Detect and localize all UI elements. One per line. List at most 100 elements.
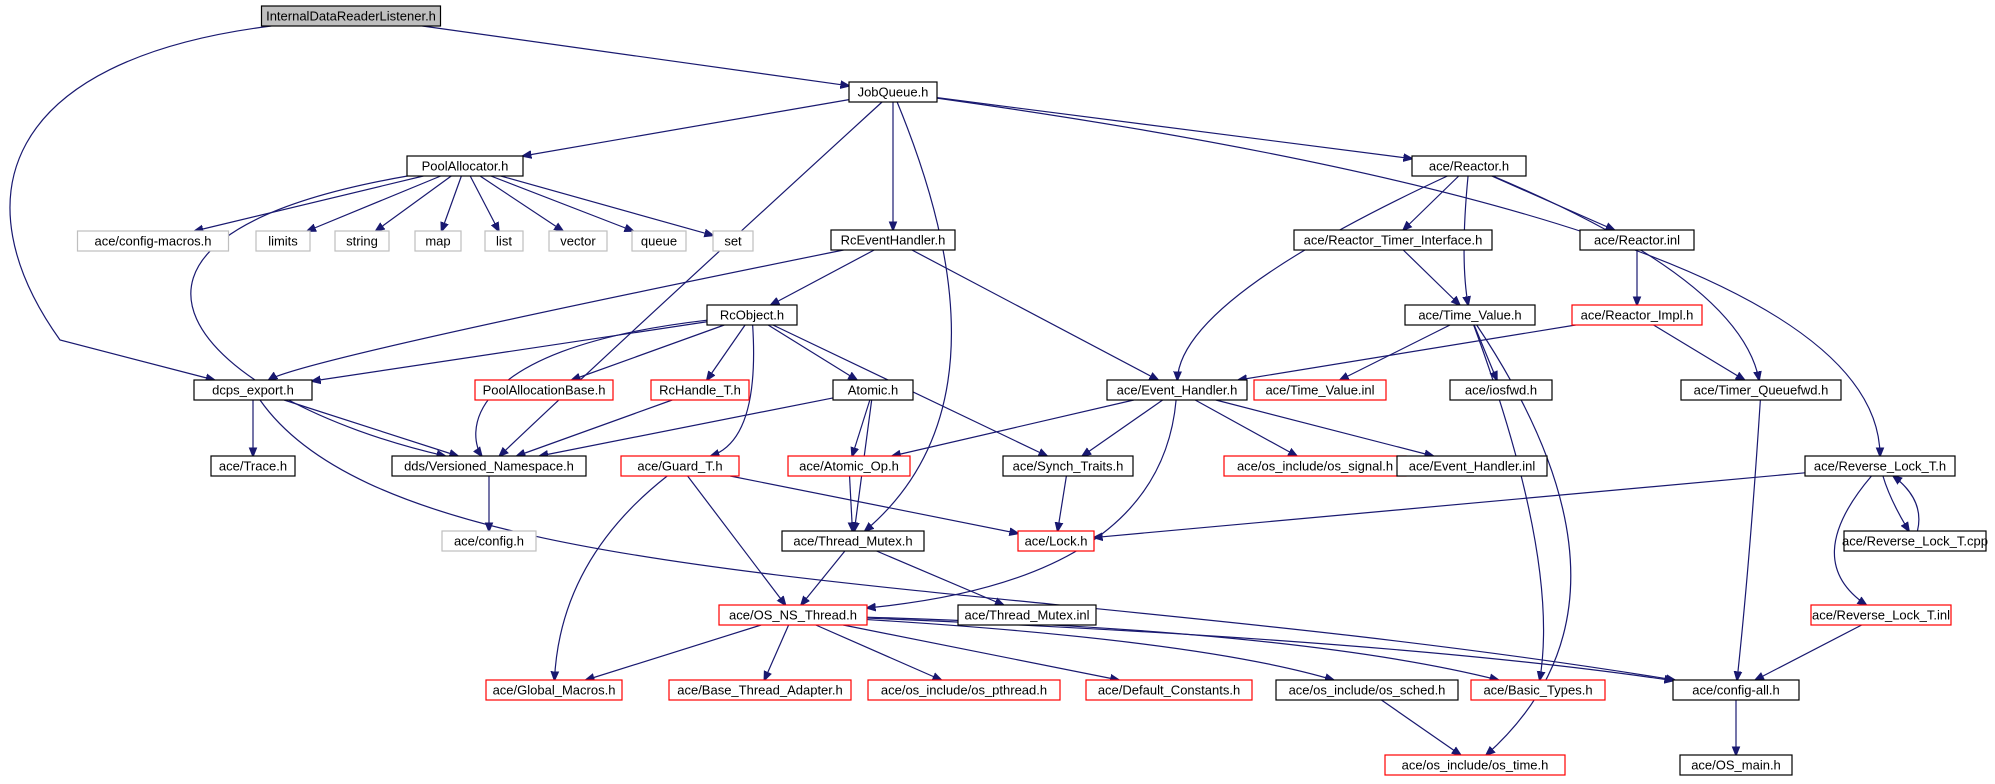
node-dds-versioned-namespace-h[interactable]: dds/Versioned_Namespace.h xyxy=(391,455,587,477)
edge-atomic-to-vns xyxy=(540,397,834,456)
node-ace-default-constants-h[interactable]: ace/Default_Constants.h xyxy=(1085,679,1253,701)
node-box xyxy=(1810,604,1952,626)
edge-reactor-to-tqfwd xyxy=(1492,175,1759,380)
node-ace-reactor-impl-h[interactable]: ace/Reactor_Impl.h xyxy=(1571,304,1703,326)
node-ace-config-all-h[interactable]: ace/config-all.h xyxy=(1672,679,1800,701)
node-ace-os-ns-thread-h[interactable]: ace/OS_NS_Thread.h xyxy=(718,604,868,626)
node-ace-synch-traits-h[interactable]: ace/Synch_Traits.h xyxy=(1002,455,1134,477)
edge-osns-to-pthread xyxy=(815,624,941,680)
node-ace-iosfwd-h[interactable]: ace/iosfwd.h xyxy=(1449,379,1553,401)
edge-poolalloc-to-string xyxy=(376,175,452,231)
edge-ossched-to-ostime xyxy=(1381,699,1460,755)
node-label: ace/Thread_Mutex.inl xyxy=(964,608,1089,623)
node-ace-reactor-h[interactable]: ace/Reactor.h xyxy=(1411,155,1527,177)
node-ace-reactor-timer-interface-h[interactable]: ace/Reactor_Timer_Interface.h xyxy=(1293,229,1493,251)
node-ace-thread-mutex-h[interactable]: ace/Thread_Mutex.h xyxy=(781,530,925,552)
node-ace-global-macros-h[interactable]: ace/Global_Macros.h xyxy=(485,679,623,701)
node-set[interactable]: set xyxy=(712,230,754,252)
node-ace-atomic-op-h[interactable]: ace/Atomic_Op.h xyxy=(787,455,911,477)
node-box xyxy=(1384,754,1566,776)
node-ace-os-include-os-sched-h[interactable]: ace/os_include/os_sched.h xyxy=(1275,679,1459,701)
node-ace-thread-mutex-inl[interactable]: ace/Thread_Mutex.inl xyxy=(957,604,1097,626)
node-ace-trace-h[interactable]: ace/Trace.h xyxy=(210,455,296,477)
node-box xyxy=(1680,379,1842,401)
edge-osns-to-bta xyxy=(764,624,790,680)
node-ace-reverse-lock-t-h[interactable]: ace/Reverse_Lock_T.h xyxy=(1804,455,1956,477)
node-label: set xyxy=(724,234,742,249)
node-ace-event-handler-h[interactable]: ace/Event_Handler.h xyxy=(1106,379,1248,401)
node-poolallocationbase-h[interactable]: PoolAllocationBase.h xyxy=(474,379,614,401)
node-label: ace/Event_Handler.inl xyxy=(1409,459,1536,474)
node-ace-base-thread-adapter-h[interactable]: ace/Base_Thread_Adapter.h xyxy=(668,679,852,701)
node-ace-os-include-os-signal-h[interactable]: ace/os_include/os_signal.h xyxy=(1223,455,1407,477)
node-label: ace/iosfwd.h xyxy=(1465,383,1537,398)
node-label: JobQueue.h xyxy=(858,85,929,100)
node-ace-event-handler-inl[interactable]: ace/Event_Handler.inl xyxy=(1396,455,1548,477)
node-string[interactable]: string xyxy=(334,230,390,252)
node-box xyxy=(1843,530,1987,552)
node-vector[interactable]: vector xyxy=(548,230,608,252)
node-atomic-h[interactable]: Atomic.h xyxy=(832,379,914,401)
node-label: queue xyxy=(641,234,677,249)
node-box xyxy=(334,230,390,252)
node-label: ace/config-all.h xyxy=(1692,683,1779,698)
node-box xyxy=(1449,379,1553,401)
edge-poolalloc-to-cfgmacros xyxy=(195,175,424,231)
node-ace-basic-types-h[interactable]: ace/Basic_Types.h xyxy=(1470,679,1606,701)
node-label: ace/Reactor_Impl.h xyxy=(1581,308,1694,323)
edge-guard-to-globalm xyxy=(554,475,668,680)
edge-rcobject-to-rchandle xyxy=(707,324,746,380)
node-ace-lock-h[interactable]: ace/Lock.h xyxy=(1017,530,1095,552)
node-rceventhandler-h[interactable]: RcEventHandler.h xyxy=(830,229,956,251)
edge-atomic-to-atomicop xyxy=(852,399,871,456)
node-rchandle-t-h[interactable]: RcHandle_T.h xyxy=(650,379,750,401)
node-ace-time-value-h[interactable]: ace/Time_Value.h xyxy=(1404,304,1536,326)
node-box xyxy=(1411,155,1527,177)
node-ace-os-main-h[interactable]: ace/OS_main.h xyxy=(1679,754,1793,776)
edge-jobqueue-to-tmutex xyxy=(865,101,953,531)
node-ace-reactor-inl[interactable]: ace/Reactor.inl xyxy=(1579,229,1695,251)
node-ace-time-value-inl[interactable]: ace/Time_Value.inl xyxy=(1253,379,1387,401)
node-ace-guard-t-h[interactable]: ace/Guard_T.h xyxy=(620,455,740,477)
edge-reactorimpl-to-tqfwd xyxy=(1653,324,1745,380)
node-jobqueue-h[interactable]: JobQueue.h xyxy=(848,81,938,103)
node-rcobject-h[interactable]: RcObject.h xyxy=(706,304,798,326)
node-box xyxy=(1085,679,1253,701)
edge-reactor-to-rti xyxy=(1403,175,1460,230)
edge-reactorimpl-to-evh xyxy=(1238,324,1576,380)
edge-osns-to-ossched xyxy=(866,618,1334,680)
edge-guard-to-osns xyxy=(687,475,786,605)
node-ace-config-h[interactable]: ace/config.h xyxy=(441,530,537,552)
node-box xyxy=(832,379,914,401)
node-box xyxy=(718,604,868,626)
edge-rcobject-to-dcps xyxy=(312,321,708,381)
node-ace-os-include-os-time-h[interactable]: ace/os_include/os_time.h xyxy=(1384,754,1566,776)
node-internaldatareaderlistener-h[interactable]: InternalDataReaderListener.h xyxy=(260,5,442,27)
node-label: ace/Synch_Traits.h xyxy=(1013,459,1124,474)
edge-poolalloc-to-limits xyxy=(307,175,441,231)
node-ace-os-include-os-pthread-h[interactable]: ace/os_include/os_pthread.h xyxy=(867,679,1061,701)
node-box xyxy=(1293,229,1493,251)
node-ace-reverse-lock-t-inl[interactable]: ace/Reverse_Lock_T.inl xyxy=(1810,604,1952,626)
node-label: RcEventHandler.h xyxy=(841,233,946,248)
node-label: ace/config-macros.h xyxy=(94,234,211,249)
node-queue[interactable]: queue xyxy=(631,230,687,252)
node-map[interactable]: map xyxy=(414,230,462,252)
node-label: ace/Reactor_Timer_Interface.h xyxy=(1304,233,1483,248)
node-ace-timer-queuefwd-h[interactable]: ace/Timer_Queuefwd.h xyxy=(1680,379,1842,401)
node-box xyxy=(193,379,313,401)
edge-poolalloc-to-map xyxy=(442,175,462,231)
node-ace-reverse-lock-t-cpp[interactable]: ace/Reverse_Lock_T.cpp xyxy=(1842,530,1988,552)
node-box xyxy=(1679,754,1793,776)
edge-poolalloc-to-list xyxy=(469,175,499,231)
edge-jobqueue-to-poolalloc xyxy=(523,99,850,156)
node-ace-config-macros-h[interactable]: ace/config-macros.h xyxy=(76,230,230,252)
node-poolallocator-h[interactable]: PoolAllocator.h xyxy=(406,155,524,177)
node-dcps-export-h[interactable]: dcps_export.h xyxy=(193,379,313,401)
node-list[interactable]: list xyxy=(484,230,524,252)
node-box xyxy=(1579,229,1695,251)
node-box xyxy=(1106,379,1248,401)
node-limits[interactable]: limits xyxy=(255,230,311,252)
edge-evh-to-atomicop xyxy=(892,399,1134,456)
